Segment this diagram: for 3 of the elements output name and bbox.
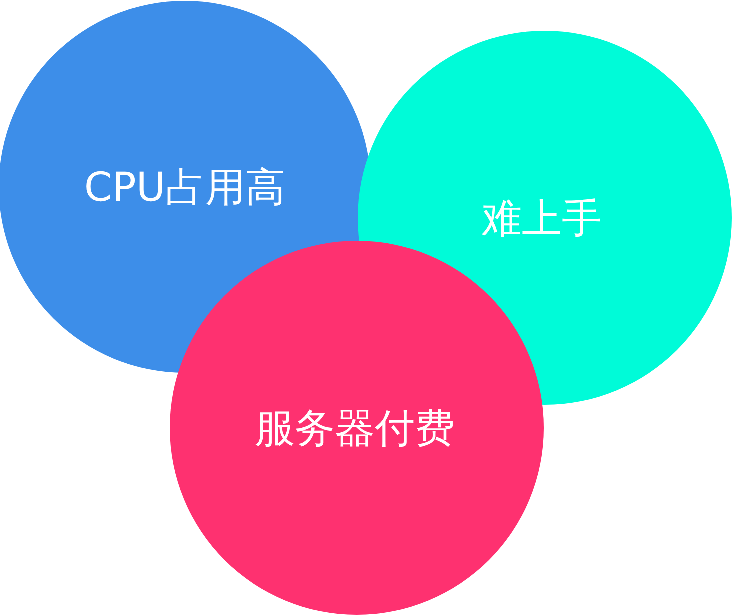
circle-label: CPU占用高 xyxy=(84,164,286,212)
circle-label: 服务器付费 xyxy=(255,404,455,454)
circle-label: 难上手 xyxy=(482,194,602,244)
